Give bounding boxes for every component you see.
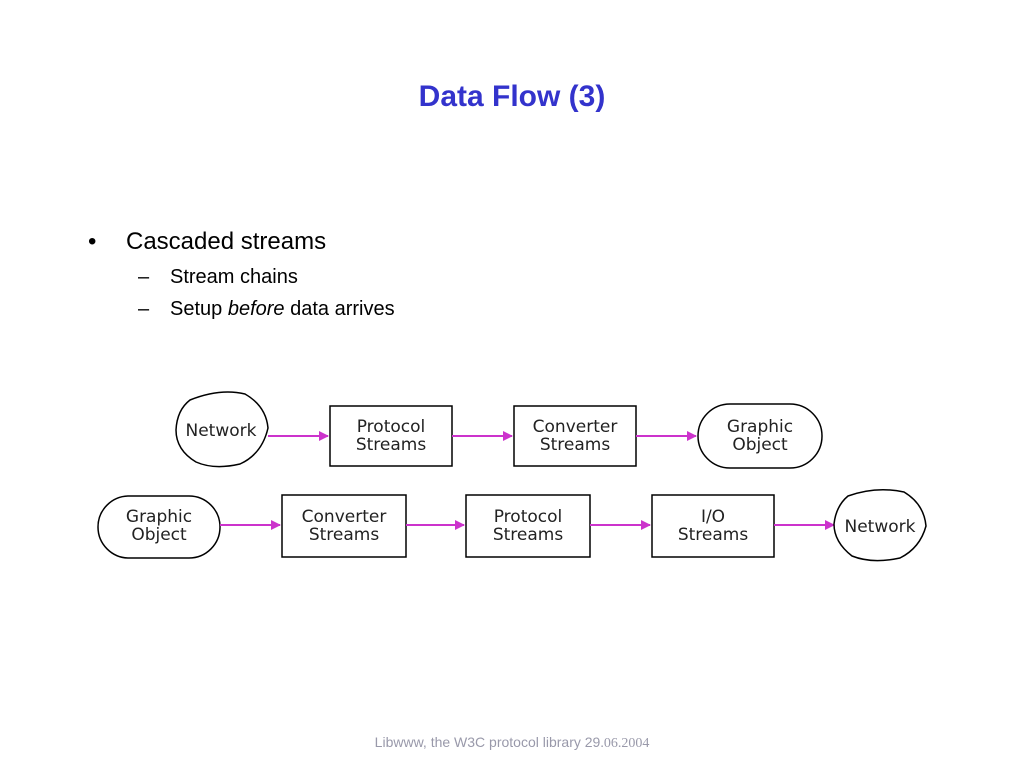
converter-streams-node: Converter Streams	[513, 405, 637, 467]
network-sink-node: Network	[833, 489, 927, 562]
bullet-list: • Cascaded streams – Stream chains – Set…	[88, 228, 395, 326]
sub-bullet-text-pre: Setup	[170, 298, 228, 320]
node-label: Converter	[533, 417, 618, 437]
io-streams-node: I/O Streams	[651, 494, 775, 558]
node-label: Protocol	[494, 507, 563, 527]
node-label: Graphic	[727, 417, 793, 437]
node-label: Streams	[356, 435, 427, 455]
footer-text: Libwww, the W3C protocol library 29	[374, 734, 601, 750]
network-source-node: Network	[175, 391, 269, 468]
node-label: Protocol	[357, 417, 426, 437]
protocol-streams-node: Protocol Streams	[329, 405, 453, 467]
graphic-object-node: Graphic Object	[697, 403, 823, 469]
graphic-object-node: Graphic Object	[97, 495, 221, 559]
dash-glyph: –	[138, 298, 150, 320]
sub-bullet-item: – Stream chains	[88, 266, 395, 294]
converter-streams-node: Converter Streams	[281, 494, 407, 558]
node-label: Streams	[540, 435, 611, 455]
slide-title: Data Flow (3)	[418, 80, 606, 113]
node-label: Streams	[678, 525, 749, 545]
slide-footer: Libwww, the W3C protocol library 29.06.2…	[0, 734, 1024, 752]
node-label: Object	[732, 435, 788, 455]
node-label: Streams	[493, 525, 564, 545]
sub-bullet-text: Stream chains	[170, 266, 298, 288]
bullet-glyph: •	[88, 228, 97, 255]
sub-bullet-emphasis: before	[227, 298, 285, 320]
row-2: Graphic Object Converter Streams Protoco…	[97, 489, 927, 562]
node-label: I/O	[701, 507, 725, 527]
node-label: Converter	[302, 507, 387, 527]
dash-glyph: –	[138, 266, 150, 288]
node-label: Streams	[309, 525, 380, 545]
bullet-text: Cascaded streams	[126, 228, 327, 255]
footer-date: .06.2004	[600, 736, 650, 751]
bullet-item: • Cascaded streams	[88, 228, 395, 262]
node-label: Network	[845, 517, 916, 537]
node-label: Object	[131, 525, 187, 545]
node-label: Network	[186, 421, 257, 441]
protocol-streams-node: Protocol Streams	[465, 494, 591, 558]
row-1: Network Protocol Streams Converter Strea…	[175, 391, 823, 469]
data-flow-diagram: Network Protocol Streams Converter Strea…	[97, 391, 927, 562]
node-label: Graphic	[126, 507, 192, 527]
sub-bullet-item: – Setup before data arrives	[88, 298, 395, 326]
sub-bullet-text-post: data arrives	[284, 298, 395, 320]
